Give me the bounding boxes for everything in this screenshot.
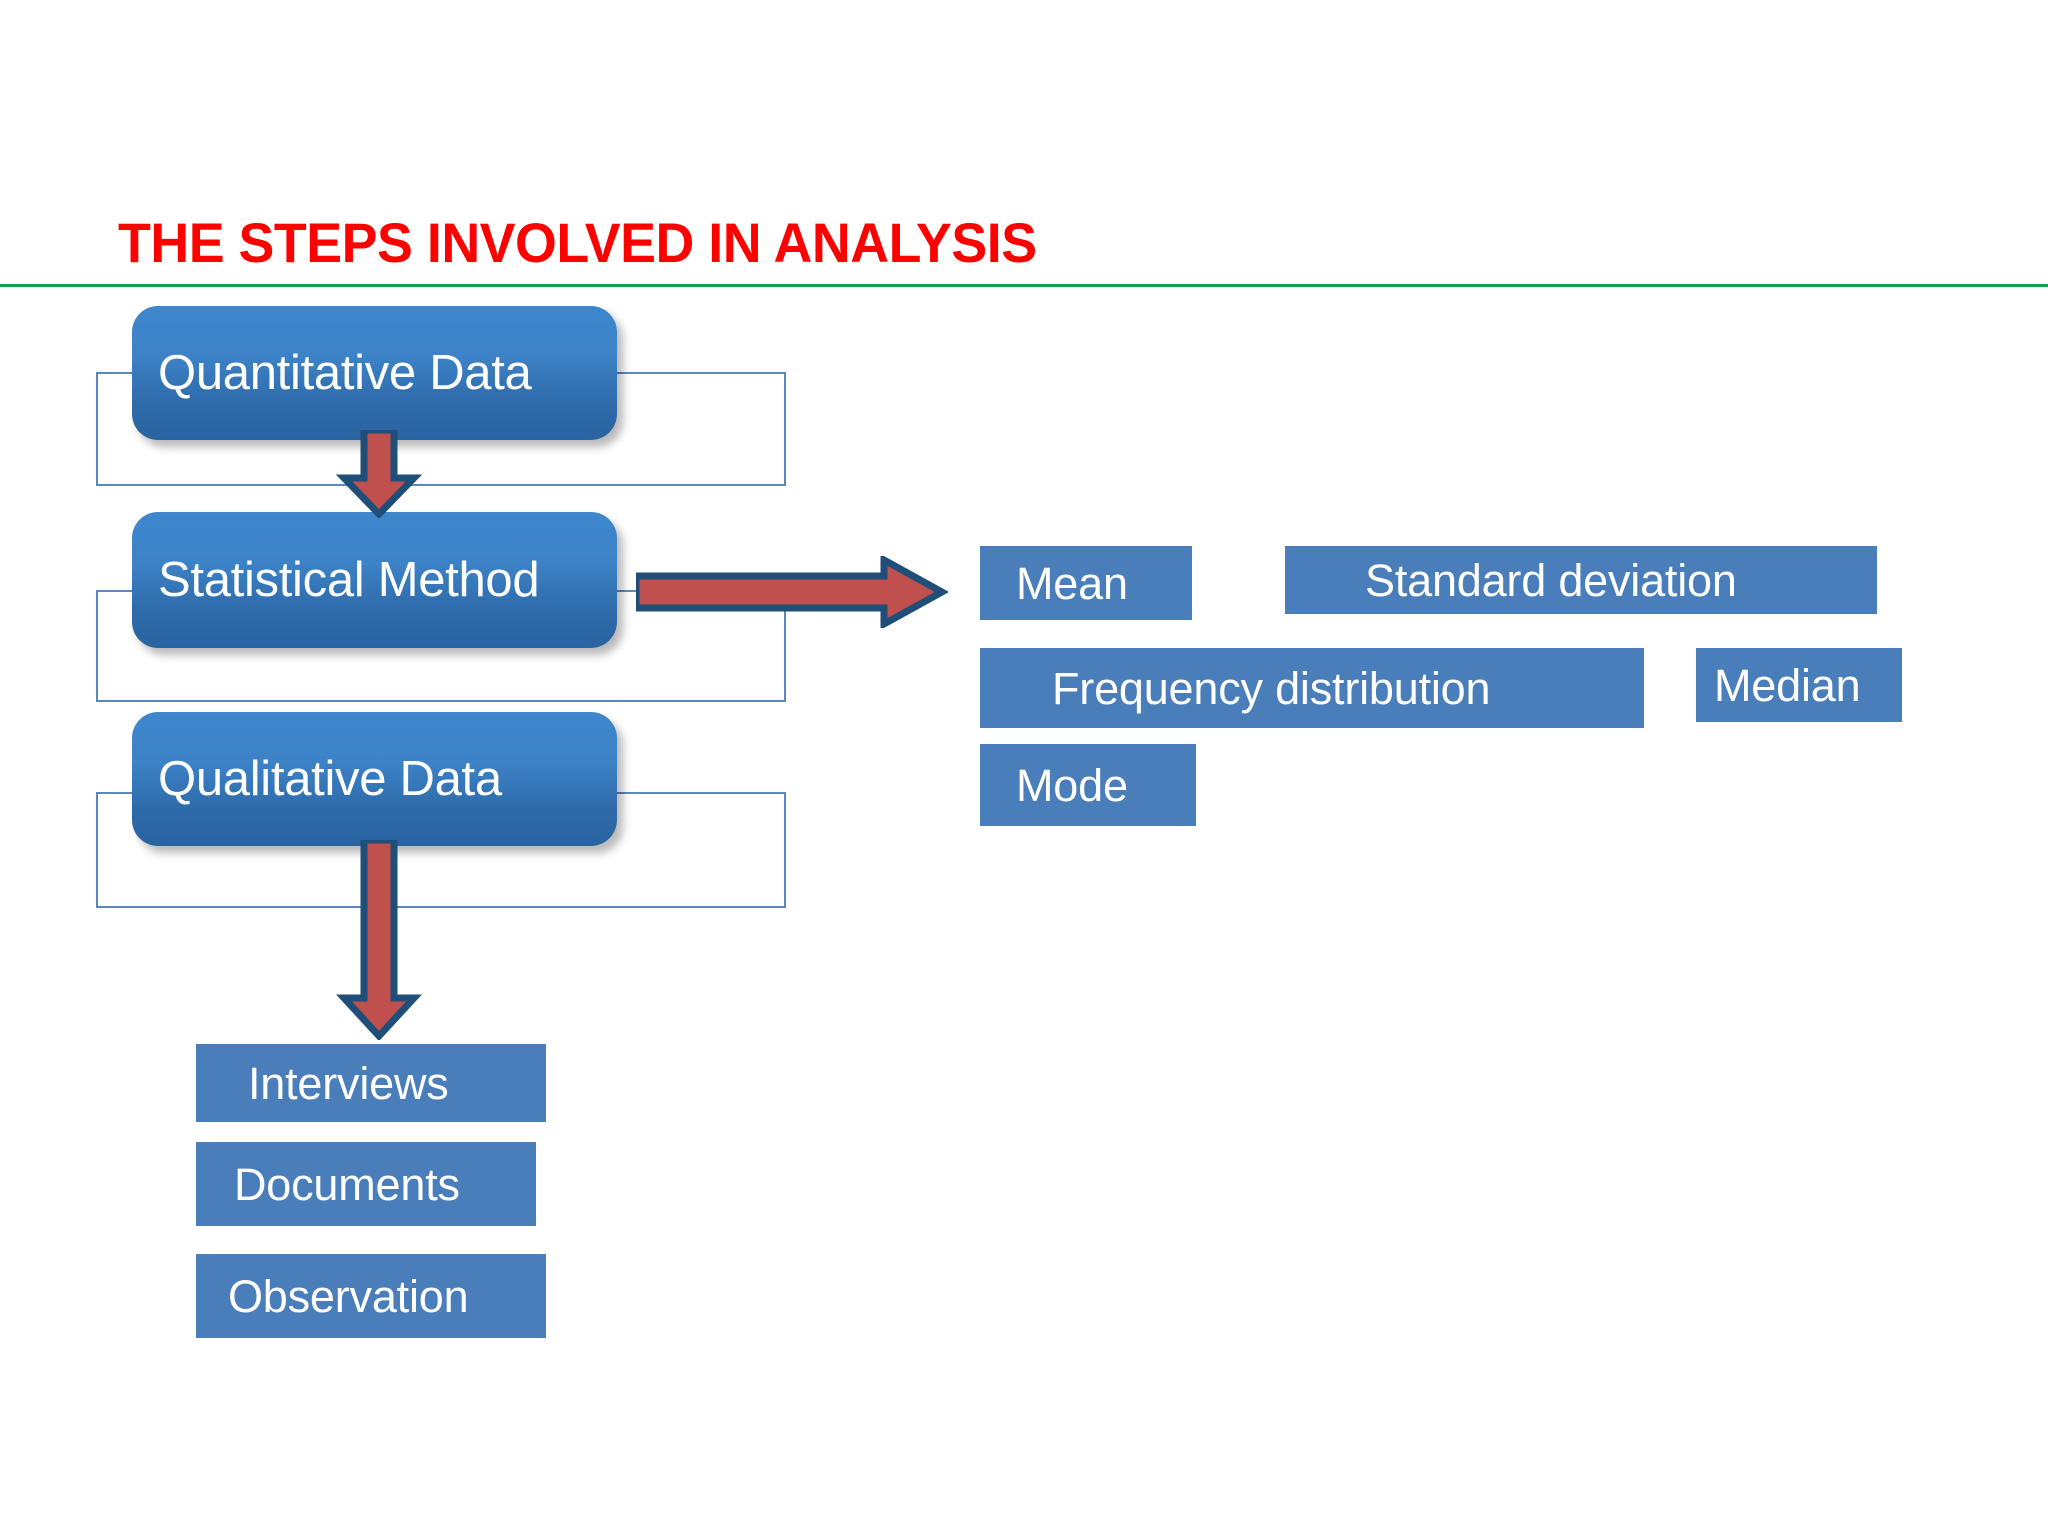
method-box-label: Median (1714, 659, 1861, 711)
method-box-label: Mode (1016, 759, 1128, 811)
source-box-label: Documents (234, 1158, 460, 1210)
process-box-qualitative-data[interactable]: Qualitative Data (132, 712, 617, 846)
process-box-label: Statistical Method (158, 552, 540, 607)
method-box-mean[interactable]: Mean (980, 546, 1192, 620)
method-box-standard-deviation[interactable]: Standard deviation (1285, 546, 1877, 614)
method-box-label: Mean (1016, 557, 1128, 609)
source-box-observation[interactable]: Observation (196, 1254, 546, 1338)
method-box-mode[interactable]: Mode (980, 744, 1196, 826)
method-box-label: Frequency distribution (1052, 662, 1491, 714)
method-box-median[interactable]: Median (1696, 648, 1902, 722)
method-box-frequency-distribution[interactable]: Frequency distribution (980, 648, 1644, 728)
process-box-quantitative-data[interactable]: Quantitative Data (132, 306, 617, 440)
arrow-down-qualitative-to-sources (336, 840, 422, 1040)
source-box-documents[interactable]: Documents (196, 1142, 536, 1226)
process-box-label: Qualitative Data (158, 751, 502, 806)
source-box-label: Interviews (248, 1057, 449, 1109)
source-box-label: Observation (228, 1270, 469, 1322)
process-box-statistical-method[interactable]: Statistical Method (132, 512, 617, 648)
page-title: THE STEPS INVOLVED IN ANALYSIS (118, 211, 1037, 274)
process-box-label: Quantitative Data (158, 345, 532, 400)
method-box-label: Standard deviation (1365, 554, 1737, 606)
arrow-right-statistical-to-methods (636, 556, 948, 628)
title-divider-line (0, 284, 2048, 287)
arrow-down-quantitative-to-statistical (336, 430, 422, 518)
source-box-interviews[interactable]: Interviews (196, 1044, 546, 1122)
